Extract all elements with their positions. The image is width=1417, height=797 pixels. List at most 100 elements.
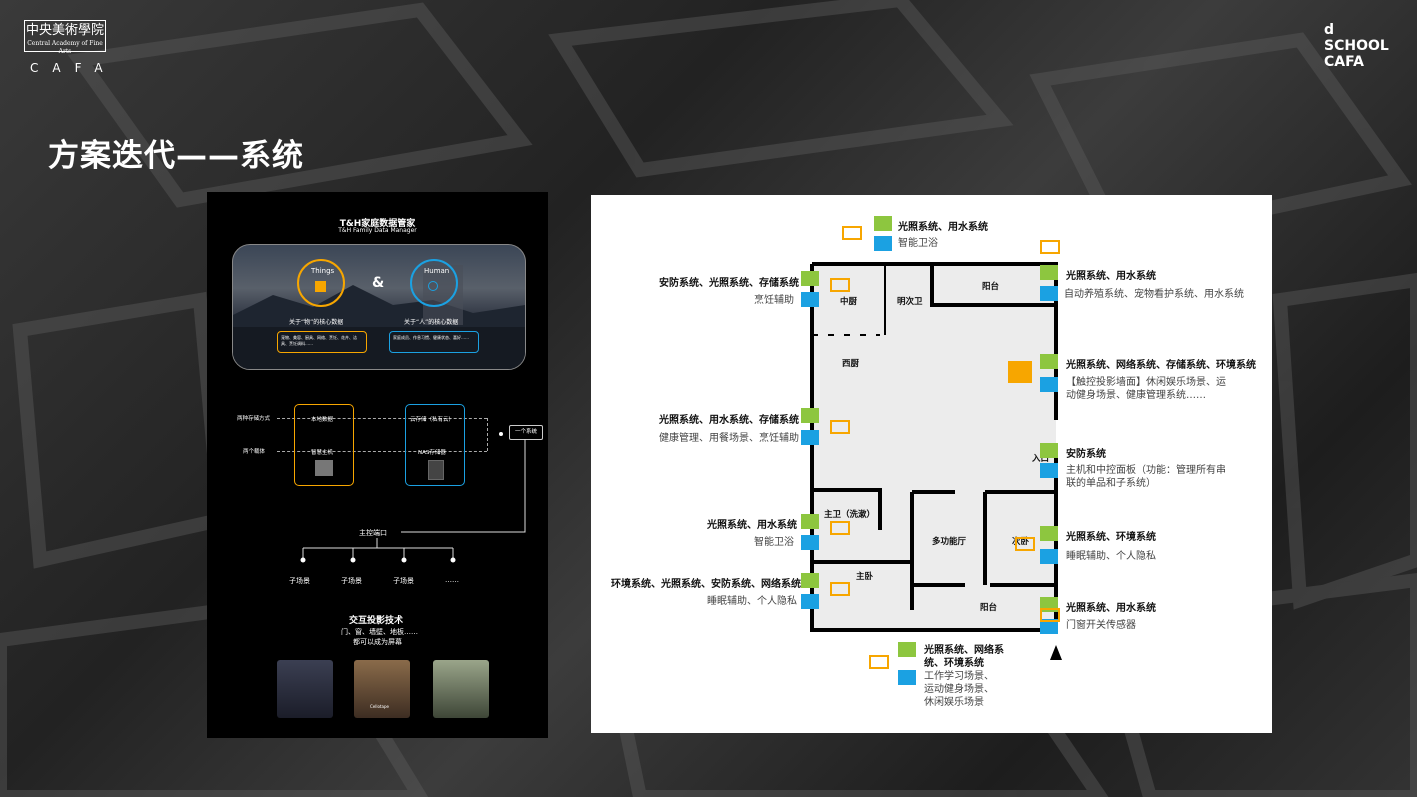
green-marker xyxy=(801,271,819,286)
touch-panel-marker xyxy=(1008,361,1032,383)
annotation-desc: 【触控投影墙面】休闲娱乐场景、运动健身场景、健康管理系统…… xyxy=(1066,377,1226,401)
carrier-label: 两个载体 xyxy=(243,449,266,455)
annotation-desc: 门窗开关传感器 xyxy=(1066,620,1136,631)
annotation-title: 光照系统、用水系统 xyxy=(1066,603,1156,614)
nas-device-image xyxy=(428,460,444,480)
dash-vertical xyxy=(487,418,488,451)
annotation-desc: 智能卫浴 xyxy=(754,537,794,548)
annotation-desc: 自动养殖系统、宠物看护系统、用水系统 xyxy=(1064,289,1244,300)
scene-3: 子场景 xyxy=(393,577,414,585)
orange-marker xyxy=(830,420,850,434)
annotation-title: 光照系统、用水系统 xyxy=(1066,271,1156,282)
host-device-image xyxy=(315,460,333,476)
room-ciwo: 次卧 xyxy=(1012,537,1030,547)
tree-lines xyxy=(300,439,526,563)
room-zhuwo: 主卧 xyxy=(856,572,874,582)
annotation-desc: 工作学习场景、运动健身场景、休闲娱乐场景 xyxy=(924,671,994,708)
blue-marker xyxy=(874,236,892,251)
human-label: Human xyxy=(424,267,450,275)
annotation-title: 光照系统、用水系统 xyxy=(707,520,797,531)
dschool-line-2: SCHOOL xyxy=(1324,38,1389,54)
tech-sub-1: 门、窗、墙壁、地板…… xyxy=(341,628,418,636)
room-duogongneng: 多功能厅 xyxy=(932,537,967,547)
orange-marker xyxy=(830,278,850,292)
green-marker xyxy=(898,642,916,657)
blue-marker xyxy=(801,292,819,307)
scene-2: 子场景 xyxy=(341,577,362,585)
annotation-title: 光照系统、网络系统、存储系统、环境系统 xyxy=(1066,360,1256,371)
annotation-desc: 健康管理、用餐场景、烹饪辅助 xyxy=(659,433,799,444)
room-yangtai-top: 阳台 xyxy=(982,282,1000,292)
panel-subtitle: T&H Family Data Manager xyxy=(338,227,417,234)
annotation-desc: 主机和中控面板（功能：管理所有串联的单品和子系统） xyxy=(1066,465,1226,489)
annotation-title: 光照系统、网络系统、环境系统 xyxy=(924,645,1004,669)
projection-thumb-window xyxy=(433,660,489,718)
human-box: 家庭成员、作息习惯、健康状态、喜好…… xyxy=(389,331,479,353)
scene-1: 子场景 xyxy=(289,577,310,585)
cafa-logo-box: 中央美術學院 Central Academy of Fine Arts xyxy=(24,20,106,55)
green-marker xyxy=(801,514,819,529)
green-marker xyxy=(1040,526,1058,541)
human-circle: Human xyxy=(410,259,458,307)
green-marker xyxy=(1040,443,1058,458)
human-icon xyxy=(428,281,438,291)
room-xichu: 西厨 xyxy=(842,359,860,369)
room-yangtai-bottom: 阳台 xyxy=(980,603,998,613)
main-port: 主控端口 xyxy=(359,529,387,537)
projection-thumb-door xyxy=(277,660,333,718)
local-data: 本地数据 xyxy=(311,417,334,423)
blue-marker xyxy=(1040,619,1058,634)
room-mingciwei: 明次卫 xyxy=(897,297,923,307)
orange-marker xyxy=(842,226,862,240)
annotation-desc: 睡眠辅助、个人隐私 xyxy=(707,596,797,607)
things-box: 宠物、美容、厨具、网络、烹饪、花卉、洁具、烹饪调料…… xyxy=(277,331,367,353)
human-caption: 关于“人”的核心数据 xyxy=(404,319,459,326)
room-rukou: 入口 xyxy=(1032,454,1050,464)
annotation-desc: 睡眠辅助、个人隐私 xyxy=(1066,551,1156,562)
local-storage-box: 本地数据 智慧主机 xyxy=(294,404,354,486)
smart-host: 智慧主机 xyxy=(311,450,334,456)
panel-title: T&H家庭数据管家 xyxy=(339,219,416,229)
blue-marker xyxy=(801,535,819,550)
annotation-title: 环境系统、光照系统、安防系统、网络系统 xyxy=(611,579,801,590)
annotation-title: 安防系统、光照系统、存储系统 xyxy=(659,278,799,289)
nas: NAS存储器 xyxy=(418,450,446,456)
green-marker xyxy=(801,573,819,588)
dschool-line-1: d xyxy=(1324,22,1335,38)
orange-marker xyxy=(1015,537,1035,551)
cafa-letters: CAFA xyxy=(30,61,117,75)
one-system-box: 一个系统 xyxy=(509,425,543,440)
ampersand: & xyxy=(372,275,385,291)
carrier-dash xyxy=(277,451,487,452)
green-marker xyxy=(874,216,892,231)
cafa-logo: 中央美術學院 Central Academy of Fine Arts CAFA xyxy=(24,20,117,75)
things-caption: 关于“物”的核心数据 xyxy=(289,319,344,326)
page-title: 方案迭代——系统 xyxy=(48,138,304,174)
tech-title: 交互投影技术 xyxy=(349,616,404,626)
projection-thumb-table: Cellotape xyxy=(354,660,410,718)
dot xyxy=(499,432,503,436)
blue-marker xyxy=(898,670,916,685)
green-marker xyxy=(1040,354,1058,369)
annotation-desc: 烹饪辅助 xyxy=(754,295,794,306)
blue-marker xyxy=(1040,377,1058,392)
blue-marker xyxy=(1040,286,1058,301)
cloud-storage: 云存储（私有云） xyxy=(410,417,455,423)
storage-label: 两种存储方式 xyxy=(237,416,271,422)
things-label: Things xyxy=(311,267,335,275)
orange-marker xyxy=(1040,240,1060,254)
annotation-title: 光照系统、用水系统、存储系统 xyxy=(659,415,799,426)
room-zhuwei: 主卫（洗漱） xyxy=(824,510,876,520)
scene-4: …… xyxy=(445,576,459,584)
green-marker xyxy=(1040,265,1058,280)
blue-marker xyxy=(1040,549,1058,564)
blue-marker xyxy=(1040,463,1058,478)
annotation-title: 光照系统、用水系统 xyxy=(898,222,988,233)
hero-card: Things & Human 关于“物”的核心数据 关于“人”的核心数据 宠物、… xyxy=(232,244,526,370)
green-marker xyxy=(801,408,819,423)
dschool-line-3: CAFA xyxy=(1324,54,1364,70)
orange-marker xyxy=(1040,608,1060,622)
thumb-caption: Cellotape xyxy=(370,704,389,709)
things-circle: Things xyxy=(297,259,345,307)
